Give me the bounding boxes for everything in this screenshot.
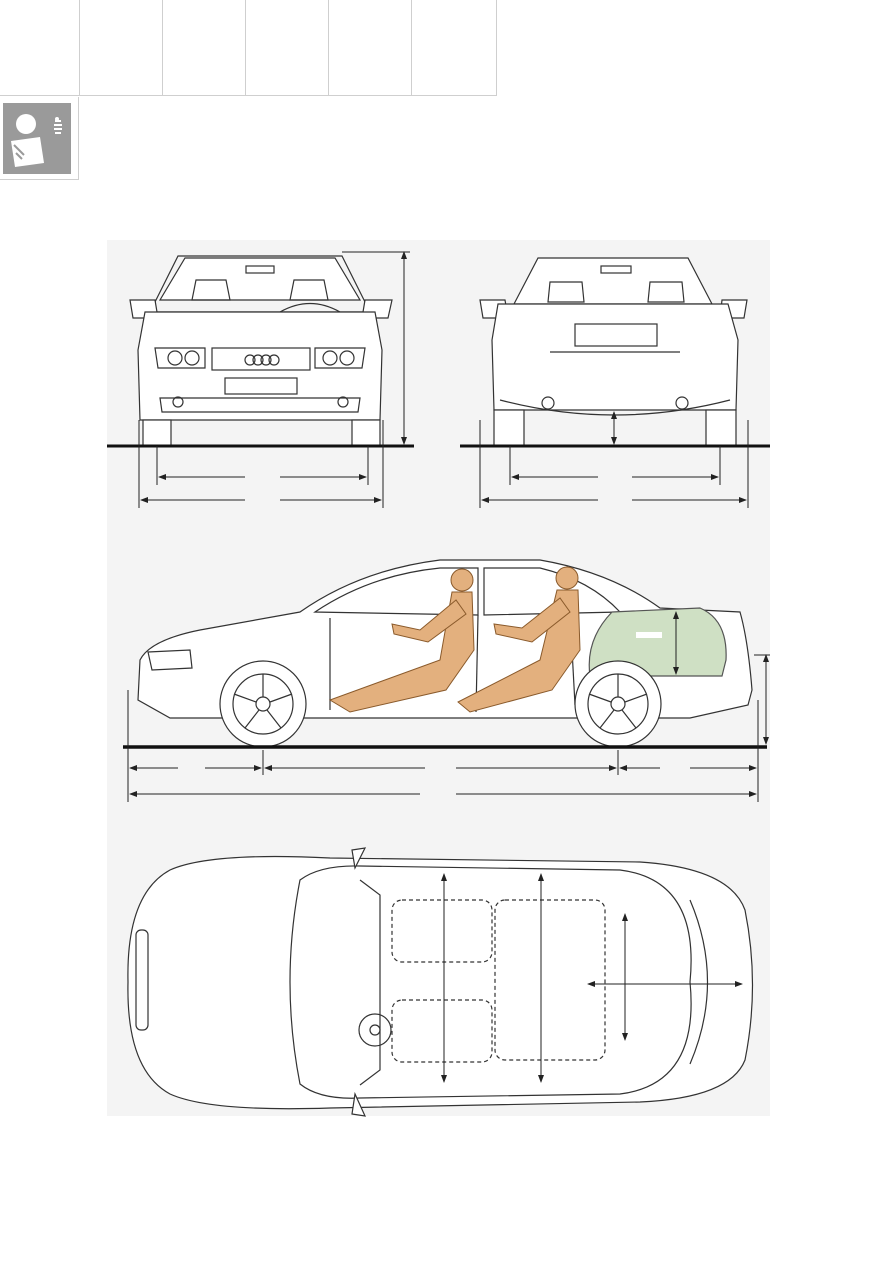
reading-person-icon [3,103,71,174]
tab-5[interactable] [329,0,412,96]
tab-4[interactable] [246,0,329,96]
occupant-figures [328,566,581,713]
tab-3[interactable] [163,0,246,96]
front-dimensions [138,251,410,508]
tab-1[interactable] [0,0,80,96]
rear-dimensions [479,411,749,508]
top-dimensions [441,873,743,1083]
tab-2[interactable] [80,0,163,96]
top-view [127,847,754,1117]
front-view [129,255,393,447]
tab-grid [0,0,497,96]
side-dimensions [127,611,770,802]
rear-view [479,257,748,447]
tab-6[interactable] [412,0,497,96]
info-box [0,97,79,180]
